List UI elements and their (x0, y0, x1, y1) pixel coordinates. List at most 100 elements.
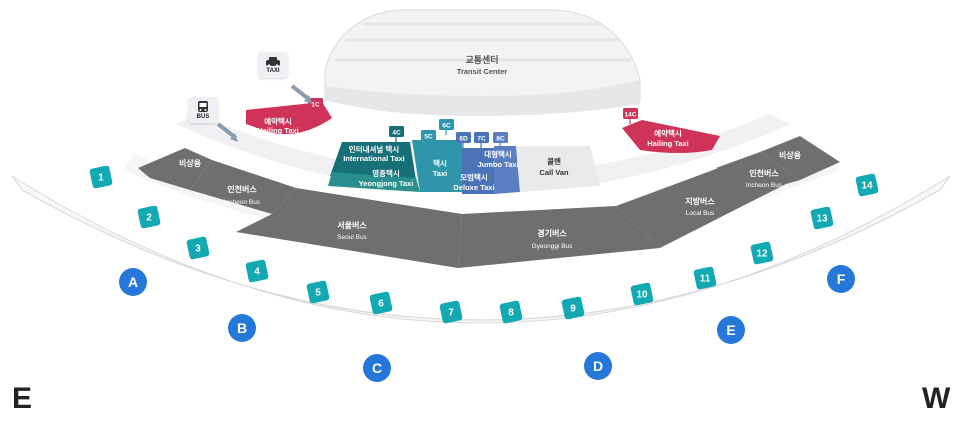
gyeonggi-bus-label-en: Gyeonggi Bus (532, 243, 574, 250)
gate-letter: A (128, 274, 138, 290)
transit-center-building (324, 9, 641, 116)
gate-tag-1c: 1C (308, 98, 323, 114)
gate-tag-4c: 4C (389, 126, 404, 142)
compass-west: W (922, 382, 951, 415)
platform-9[interactable]: 9 (561, 296, 585, 320)
international-taxi-label-en: International Taxi (343, 154, 405, 163)
taxi-sign: TAXI (258, 52, 288, 78)
gate-tag-label: 4C (392, 130, 401, 137)
emergency-left-zone[interactable] (138, 148, 212, 190)
local-bus-label: 지방버스 (685, 196, 715, 206)
gate-b[interactable]: B (228, 314, 256, 342)
gyeonggi-bus-zone[interactable] (458, 206, 660, 268)
deluxe-taxi-zone[interactable] (462, 148, 494, 194)
gate-tag-14c: 14C (623, 108, 638, 124)
platform-number: 5 (315, 288, 321, 299)
platform-1[interactable]: 1 (89, 165, 113, 189)
platform-13[interactable]: 13 (810, 206, 834, 230)
deluxe-taxi-label: 모범택시 (460, 172, 488, 182)
platform-number: 12 (756, 249, 768, 260)
hailing-taxi-right-zone[interactable] (622, 120, 720, 153)
yeongjong-taxi-label: 영종택시 (372, 168, 400, 178)
platform-number: 14 (861, 181, 873, 192)
gate-tag-7c: 7C (474, 132, 489, 148)
jumbo-taxi-zone[interactable] (494, 146, 520, 194)
platform-number: 7 (448, 308, 454, 319)
platform-number: 11 (700, 274, 711, 285)
incheon-bus-left-label-en: Incheon Bus (224, 199, 261, 206)
gate-tag-6c: 6C (439, 119, 454, 135)
platform-5[interactable]: 5 (306, 280, 330, 304)
gate-f[interactable]: F (827, 265, 855, 293)
platform-6[interactable]: 6 (369, 291, 393, 315)
platform-2[interactable]: 2 (137, 205, 161, 229)
platform-number: 8 (508, 308, 514, 319)
gate-letter: B (237, 320, 247, 336)
seoul-bus-zone[interactable] (236, 188, 462, 268)
gate-tag-label: 6D (459, 136, 468, 143)
yeongjong-taxi-label-en: Yeongjong Taxi (359, 179, 414, 188)
gate-letter: F (837, 271, 846, 287)
gyeonggi-bus-label: 경기버스 (537, 228, 567, 238)
incheon-bus-left-zone[interactable] (190, 160, 296, 214)
platform-3[interactable]: 3 (186, 236, 210, 260)
call-van-zone[interactable] (516, 146, 600, 192)
international-taxi-zone[interactable] (330, 142, 416, 180)
gate-tag-5c: 5C (421, 130, 436, 146)
platform-4[interactable]: 4 (245, 259, 269, 283)
incheon-bus-right-zone[interactable] (716, 152, 800, 184)
international-taxi-label: 인터내셔널 택시 (349, 144, 399, 154)
local-bus-label-en: Local Bus (686, 210, 715, 217)
gate-letter: C (372, 360, 382, 376)
gate-d[interactable]: D (584, 352, 612, 380)
gate-a[interactable]: A (119, 268, 147, 296)
taxi-icon (266, 56, 280, 67)
platform-8[interactable]: 8 (499, 300, 523, 324)
platform-number: 10 (636, 290, 648, 301)
hailing-taxi-right-label-en: Hailing Taxi (647, 139, 689, 148)
gate-tag-label: 1C (311, 102, 320, 109)
platform-number: 2 (146, 213, 152, 224)
call-van-label-en: Call Van (539, 168, 569, 177)
platform-11[interactable]: 11 (693, 266, 717, 290)
platform-10[interactable]: 10 (630, 282, 654, 306)
gate-tag-6d: 6D (456, 132, 471, 148)
gate-tag-label: 7C (477, 136, 486, 143)
hailing-taxi-left-label: 예약택시 (264, 116, 292, 126)
transit-center-label-ko: 교통센터 (465, 54, 498, 65)
bus-icon (198, 100, 208, 112)
gate-tag-label: 14C (625, 112, 637, 119)
taxi-zone[interactable] (412, 140, 462, 192)
gate-c[interactable]: C (363, 354, 391, 382)
call-van-label: 콜밴 (547, 156, 561, 166)
emergency-right-label: 비상용 (779, 150, 802, 160)
platform-number: 9 (570, 304, 576, 315)
local-bus-zone[interactable] (616, 160, 786, 248)
bus-sign: BUS (188, 97, 218, 123)
gate-tag-label: 8C (496, 136, 505, 143)
taxi-sign-label: TAXI (266, 67, 280, 74)
deluxe-taxi-label-en: Deluxe Taxi (453, 183, 494, 192)
platform-12[interactable]: 12 (750, 241, 774, 265)
platform-number: 3 (195, 244, 201, 255)
platform-number: 4 (254, 267, 260, 278)
emergency-right-zone[interactable] (760, 136, 840, 180)
platform-number: 6 (378, 299, 384, 310)
jumbo-taxi-label: 대형택시 (484, 149, 512, 159)
inner-curb (176, 114, 790, 193)
gate-tag-8c: 8C (493, 132, 508, 148)
taxi-label: 택시 (433, 158, 447, 168)
jumbo-taxi-label-en: Jumbo Taxi (477, 160, 518, 169)
gate-tag-label: 5C (424, 134, 433, 141)
incheon-bus-right-label-en: Incheon Bus (746, 182, 783, 189)
platform-14[interactable]: 14 (855, 173, 879, 197)
platform-number: 13 (816, 214, 828, 225)
incheon-bus-left-label: 인천버스 (227, 184, 257, 194)
gate-e[interactable]: E (717, 316, 745, 344)
hailing-taxi-left-zone[interactable] (246, 102, 332, 135)
yeongjong-taxi-zone[interactable] (328, 172, 420, 192)
hailing-taxi-right-label: 예약택시 (654, 128, 682, 138)
platform-7[interactable]: 7 (439, 300, 463, 324)
